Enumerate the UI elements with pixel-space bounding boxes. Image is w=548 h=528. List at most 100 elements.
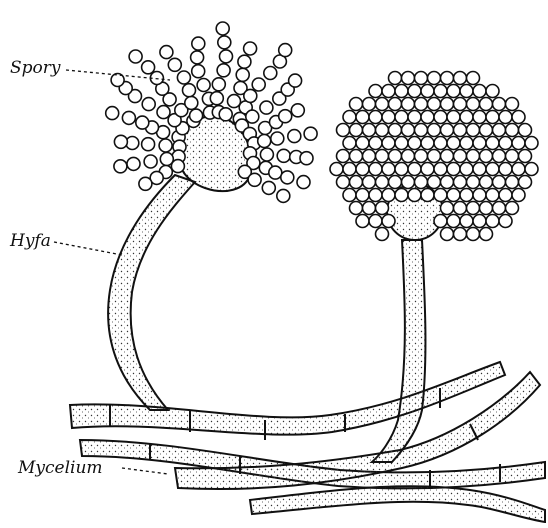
spore	[356, 215, 369, 228]
spore	[454, 124, 467, 137]
spore	[127, 157, 140, 170]
spore	[402, 176, 415, 189]
spore	[389, 150, 402, 163]
spore	[363, 98, 376, 111]
spore	[171, 160, 184, 173]
spore	[216, 22, 229, 35]
spore	[506, 150, 519, 163]
spore	[473, 111, 486, 124]
spore	[337, 124, 350, 137]
spore	[363, 202, 376, 215]
spore	[220, 50, 233, 63]
left-hypha	[108, 175, 195, 410]
spore	[454, 98, 467, 111]
spore	[408, 189, 421, 202]
spore	[480, 124, 493, 137]
spore	[421, 111, 434, 124]
spore	[402, 150, 415, 163]
spore	[212, 78, 225, 91]
spore	[356, 137, 369, 150]
spore	[160, 46, 173, 59]
spore	[408, 137, 421, 150]
spore	[493, 124, 506, 137]
spore	[217, 64, 230, 77]
spore	[467, 72, 480, 85]
spore	[428, 150, 441, 163]
spore	[277, 149, 290, 162]
spore	[415, 124, 428, 137]
spore	[499, 137, 512, 150]
spore	[168, 58, 181, 71]
spore	[415, 150, 428, 163]
spore	[382, 163, 395, 176]
spore	[434, 85, 447, 98]
spore	[300, 152, 313, 165]
spore	[519, 124, 532, 137]
spore	[447, 137, 460, 150]
spore	[369, 111, 382, 124]
spore	[454, 176, 467, 189]
spore	[428, 72, 441, 85]
spore	[210, 92, 223, 105]
spore	[512, 137, 525, 150]
spore	[473, 137, 486, 150]
spore	[139, 177, 152, 190]
spore	[473, 189, 486, 202]
spore	[281, 171, 294, 184]
spore	[246, 110, 259, 123]
spore	[350, 150, 363, 163]
spore	[428, 98, 441, 111]
spore	[337, 176, 350, 189]
spore	[382, 111, 395, 124]
spore	[434, 137, 447, 150]
spore	[408, 85, 421, 98]
spore	[350, 124, 363, 137]
spore	[350, 98, 363, 111]
spore	[467, 228, 480, 241]
spore	[408, 111, 421, 124]
spore	[269, 166, 282, 179]
spore	[441, 72, 454, 85]
spore	[480, 98, 493, 111]
spore	[428, 124, 441, 137]
spore	[434, 111, 447, 124]
spore	[288, 130, 301, 143]
spore	[447, 85, 460, 98]
spore	[441, 176, 454, 189]
spore	[218, 36, 231, 49]
spore	[415, 72, 428, 85]
spore	[183, 84, 196, 97]
spore	[480, 176, 493, 189]
spore	[376, 98, 389, 111]
spore	[402, 72, 415, 85]
spore	[454, 72, 467, 85]
spore	[144, 155, 157, 168]
spore	[441, 124, 454, 137]
spore	[421, 137, 434, 150]
spore	[238, 55, 251, 68]
spore	[480, 228, 493, 241]
spore	[447, 111, 460, 124]
spore	[159, 139, 172, 152]
spore	[512, 111, 525, 124]
spore	[499, 163, 512, 176]
spore	[434, 163, 447, 176]
spore	[106, 107, 119, 120]
spore	[190, 109, 203, 122]
spore	[260, 101, 273, 114]
spore	[389, 98, 402, 111]
spore	[304, 127, 317, 140]
spore	[441, 98, 454, 111]
spore	[192, 65, 205, 78]
spore	[192, 37, 205, 50]
spore	[297, 176, 310, 189]
spore	[376, 202, 389, 215]
spore	[279, 110, 292, 123]
spore	[434, 189, 447, 202]
spore	[382, 189, 395, 202]
spore	[356, 111, 369, 124]
spore	[330, 163, 343, 176]
spore	[467, 176, 480, 189]
spore	[350, 176, 363, 189]
spore	[473, 85, 486, 98]
